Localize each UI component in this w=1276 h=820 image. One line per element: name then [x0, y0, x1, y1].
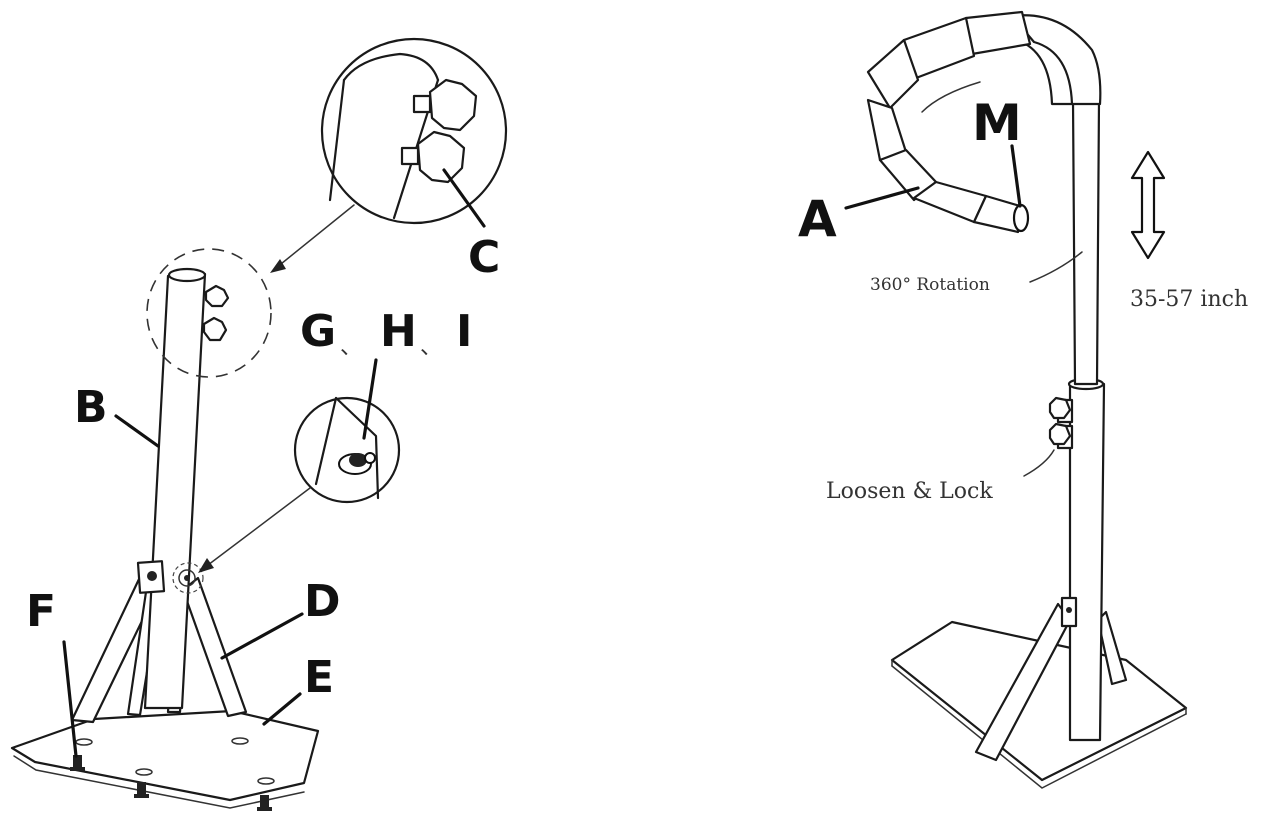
padded-handle-a [866, 10, 1102, 234]
label-i: I [456, 306, 472, 357]
label-e: E [304, 652, 334, 703]
height-adjust-arrow [1130, 150, 1166, 260]
height-range-note: 35-57 inch [1130, 287, 1248, 312]
label-f: F [26, 586, 56, 637]
separator-h-i: 、 [420, 335, 442, 360]
magnified-detail-c [320, 37, 508, 225]
lock-note: Loosen & Lock [826, 479, 993, 504]
tube-bracket [136, 560, 196, 594]
right-upper-tube [1071, 98, 1101, 386]
base-plate-e [10, 709, 320, 809]
right-stand-assembled: A M 360° Rotation 35-57 inch Loosen & Lo… [798, 10, 1248, 789]
left-stand-assembly: B C D E F G 、 H 、 I [10, 37, 508, 811]
screws-f [70, 755, 272, 811]
label-m: M [972, 94, 1022, 152]
right-legs [974, 602, 1128, 762]
magnified-detail-ghi [293, 396, 401, 504]
separator-g-h: 、 [340, 335, 362, 360]
right-clamp-knobs [1048, 396, 1074, 450]
label-c: C [468, 232, 500, 283]
detail-arrows [198, 204, 355, 573]
rotation-note: 360° Rotation [870, 275, 990, 295]
right-lower-tube [1068, 382, 1106, 742]
detail-dashed-circle-upper [146, 248, 272, 378]
detail-dashed-circle-lower [172, 562, 204, 594]
label-a: A [798, 190, 837, 248]
leader-lines-right [844, 144, 1083, 477]
label-b: B [74, 382, 108, 433]
upright-tube-b [143, 267, 207, 710]
label-d: D [304, 576, 341, 627]
label-g: G [300, 306, 336, 357]
leader-lines-left [62, 168, 486, 758]
label-h: H [380, 306, 417, 357]
small-knobs [202, 284, 230, 342]
